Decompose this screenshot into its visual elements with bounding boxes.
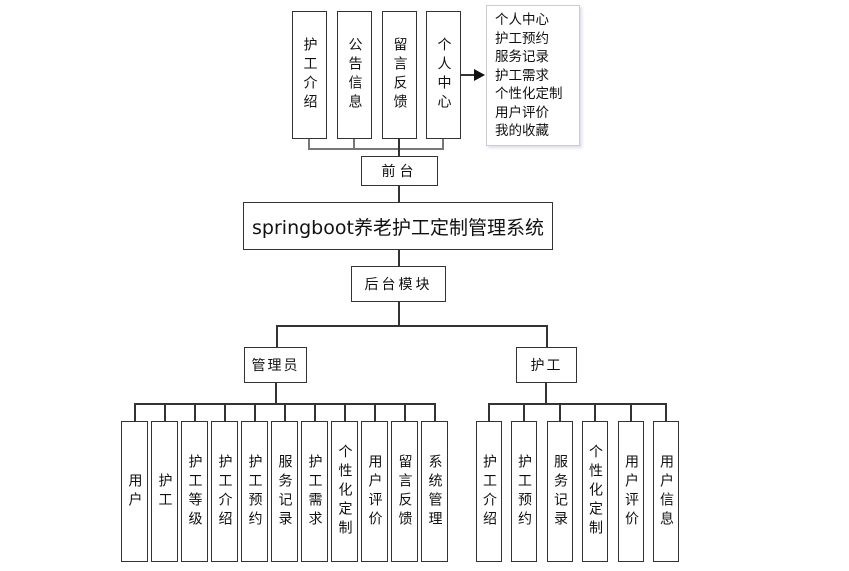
worker-module-box: 个性化定制	[582, 421, 608, 562]
connector	[224, 403, 226, 421]
connector	[488, 403, 665, 405]
module-label: 用户信息	[658, 453, 674, 530]
module-label: 个性化定制	[336, 444, 353, 539]
module-label: 个性化定制	[587, 444, 603, 539]
frontend-module-box: 个人中心	[426, 11, 461, 139]
connector	[434, 403, 436, 421]
module-label: 护工等级	[186, 453, 203, 530]
connector	[665, 403, 667, 421]
personal-center-item: 个性化定制	[495, 86, 563, 102]
worker-module-box: 护工介绍	[476, 421, 502, 562]
module-label: 用户评价	[366, 453, 383, 530]
connector	[545, 383, 547, 404]
arrow-head-icon	[474, 69, 485, 81]
personal-center-item: 用户评价	[495, 104, 549, 121]
connector	[630, 403, 632, 421]
module-label: 留言反馈	[396, 453, 413, 530]
worker-module-box: 用户评价	[618, 421, 644, 562]
connector	[308, 139, 310, 149]
connector	[398, 186, 400, 202]
connector	[275, 383, 277, 404]
admin-module-box: 护工预约	[241, 421, 268, 562]
module-label: 系统管理	[426, 453, 443, 530]
connector	[344, 403, 346, 421]
personal-center-item: 护工预约	[495, 30, 549, 47]
admin-module-box: 护工需求	[301, 421, 328, 562]
personal-center-item: 服务记录	[495, 49, 549, 65]
module-label: 用户评价	[623, 453, 639, 530]
connector	[488, 403, 490, 421]
connector	[194, 403, 196, 421]
worker-module-box: 护工预约	[511, 421, 537, 562]
backend-box: 后台模块	[351, 266, 446, 302]
module-label: 护工介绍	[216, 453, 233, 530]
module-label: 留言反馈	[391, 37, 408, 113]
frontend-box: 前台	[361, 156, 438, 186]
arrow-line	[460, 74, 476, 76]
connector	[276, 325, 278, 347]
connector	[398, 302, 400, 326]
admin-module-box: 护工	[151, 421, 178, 562]
connector	[276, 325, 547, 327]
connector	[442, 139, 444, 149]
module-label: 护工	[156, 472, 173, 511]
module-label: 用户	[126, 472, 143, 511]
module-label: 护工需求	[306, 453, 323, 530]
worker-module-box: 服务记录	[547, 421, 573, 562]
connector	[374, 403, 376, 421]
frontend-module-box: 公告信息	[337, 11, 372, 139]
connector	[284, 403, 286, 421]
admin-module-box: 用户	[121, 421, 148, 562]
module-label: 服务记录	[276, 453, 293, 530]
admin-module-box: 系统管理	[421, 421, 448, 562]
connector	[546, 325, 548, 347]
admin-box: 管理员	[244, 347, 307, 383]
connector	[398, 139, 400, 156]
connector	[404, 403, 406, 421]
connector	[134, 403, 136, 421]
personal-center-item: 护工需求	[495, 67, 549, 84]
connector	[353, 139, 355, 149]
connector	[308, 148, 444, 150]
module-label: 护工介绍	[301, 37, 318, 113]
module-label: 护工介绍	[481, 453, 497, 530]
personal-center-list: 个人中心护工预约服务记录护工需求个性化定制用户评价我的收藏	[486, 5, 580, 146]
admin-module-box: 护工介绍	[211, 421, 238, 562]
worker-module-box: 用户信息	[653, 421, 679, 562]
admin-module-box: 留言反馈	[391, 421, 418, 562]
personal-center-item: 我的收藏	[495, 123, 549, 139]
personal-center-item: 个人中心	[495, 12, 549, 28]
connector	[164, 403, 166, 421]
connector	[523, 403, 525, 421]
connector	[559, 403, 561, 421]
admin-module-box: 护工等级	[181, 421, 208, 562]
admin-module-box: 个性化定制	[331, 421, 358, 562]
frontend-module-box: 护工介绍	[292, 11, 327, 139]
connector	[594, 403, 596, 421]
system-title-box: springboot养老护工定制管理系统	[243, 202, 553, 250]
connector	[254, 403, 256, 421]
module-label: 个人中心	[435, 37, 452, 113]
connector	[398, 250, 400, 266]
module-label: 公告信息	[346, 37, 363, 113]
frontend-module-box: 留言反馈	[382, 11, 417, 139]
module-label: 护工预约	[516, 453, 532, 530]
module-label: 服务记录	[552, 453, 568, 530]
connector	[314, 403, 316, 421]
admin-module-box: 用户评价	[361, 421, 388, 562]
admin-module-box: 服务记录	[271, 421, 298, 562]
module-label: 护工预约	[246, 453, 263, 530]
worker-box: 护工	[516, 347, 577, 383]
